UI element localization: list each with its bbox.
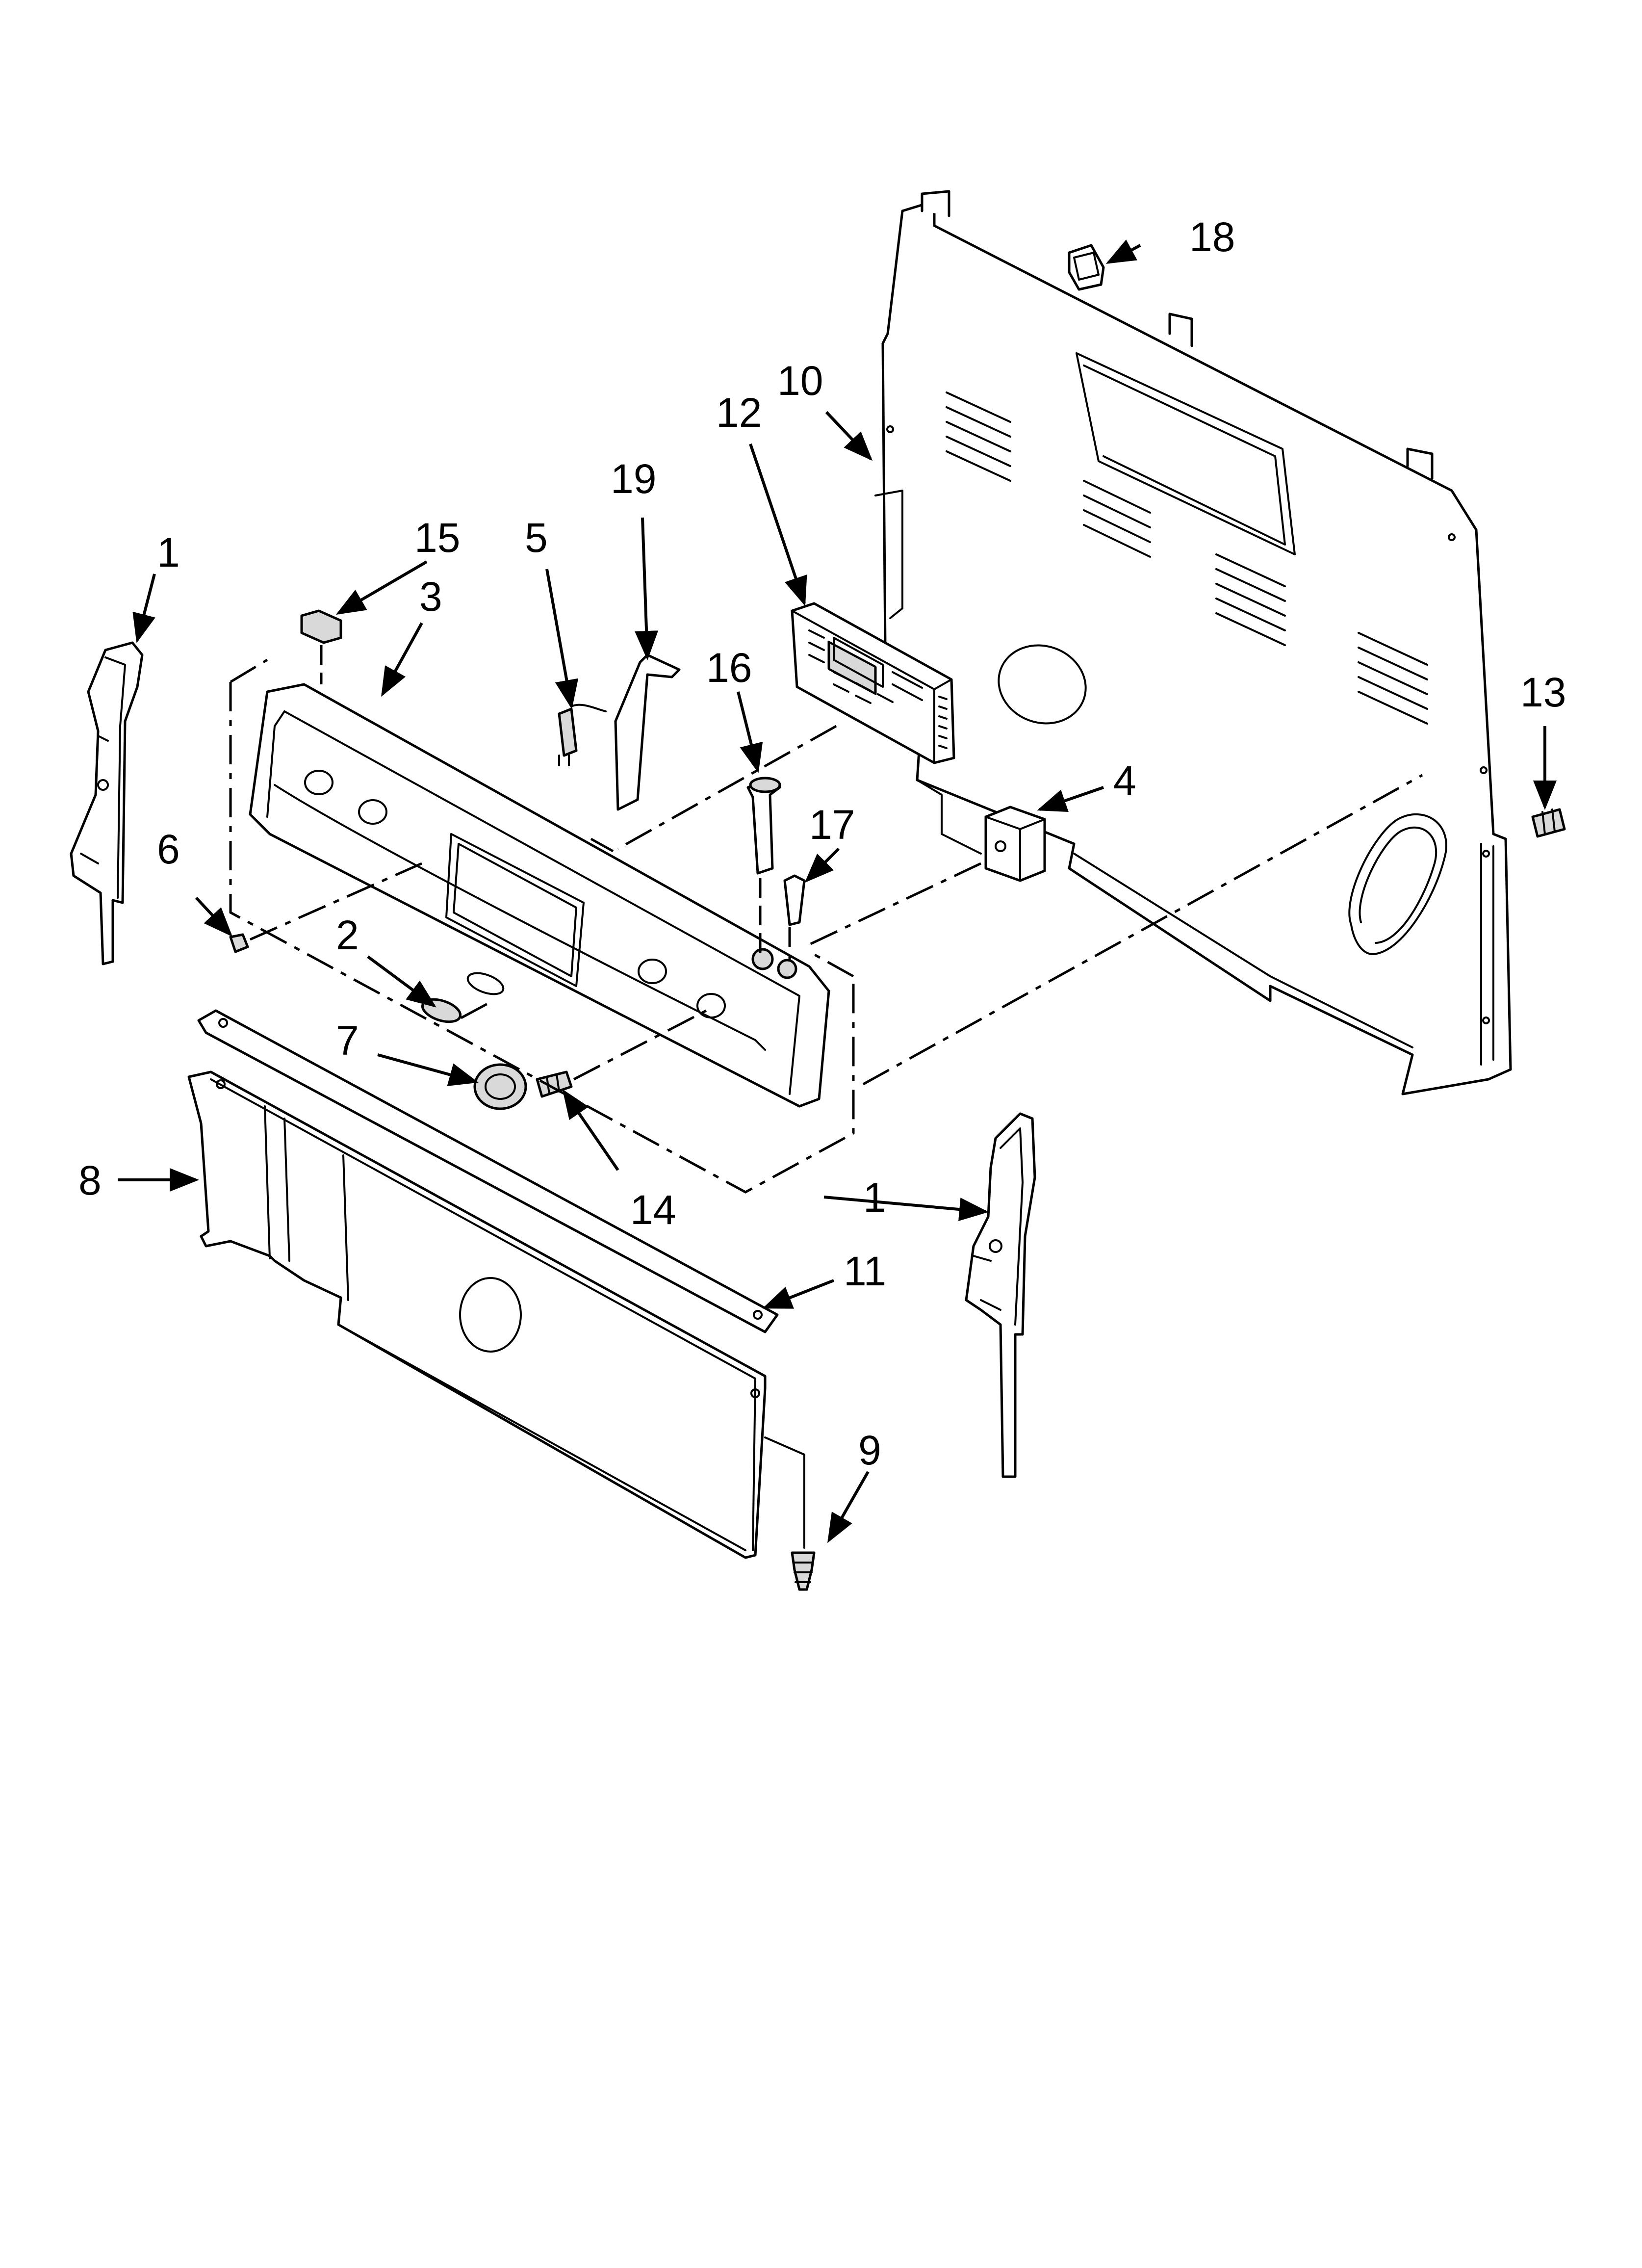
callout-2: 2 [336, 912, 359, 958]
callout-9: 9 [858, 1427, 881, 1473]
control-panel-part-3 [249, 683, 830, 1108]
connector-box-part-4 [984, 806, 1046, 882]
electronic-control-part-12 [791, 602, 955, 764]
end-cap-part-14 [300, 609, 342, 644]
wire-harness-part-5 [558, 704, 607, 766]
callout-15: 16 [706, 645, 752, 691]
callout-16: 14 [630, 1187, 676, 1233]
callout-8: 8 [78, 1157, 102, 1203]
callout-labels: 18 10 12 19 15 5 1 3 16 13 4 17 6 2 7 8 … [78, 214, 1566, 1473]
callout-1-left: 1 [157, 529, 180, 575]
screw-part-9 [791, 1551, 816, 1591]
leader-arrows [118, 239, 1557, 1543]
clip-part-17 [1068, 244, 1105, 291]
lower-panel-part-8 [187, 1070, 767, 1559]
callout-1-right: 1 [863, 1174, 886, 1221]
side-trim-left-part-1 [70, 641, 144, 965]
side-trim-right-part-1 [965, 1112, 1036, 1478]
callout-10: 10 [777, 358, 823, 404]
callout-3: 3 [419, 574, 442, 620]
knob-part-7 [473, 1063, 527, 1110]
callout-12: 12 [716, 390, 762, 436]
assembly-lines [229, 645, 1423, 1549]
callout-7: 7 [336, 1017, 359, 1064]
switch-part-15 [746, 777, 781, 875]
callout-13: 13 [1520, 669, 1566, 715]
lamp-socket-part-18 [783, 874, 806, 926]
callout-17: 18 [1189, 214, 1235, 260]
callout-4: 4 [1113, 757, 1136, 804]
callout-19: 19 [611, 456, 656, 502]
callout-5: 5 [525, 515, 548, 561]
bracket-part-19 [614, 653, 681, 811]
callout-11: 11 [844, 1248, 886, 1294]
callout-6: 6 [157, 826, 180, 872]
screw-part-6 [229, 933, 249, 953]
screw-part-13 [1531, 808, 1566, 838]
rear-console-panel [874, 190, 1512, 1095]
callout-14: 15 [414, 515, 460, 561]
callout-18: 17 [809, 802, 855, 848]
trim-strip-part-11 [197, 1009, 779, 1333]
